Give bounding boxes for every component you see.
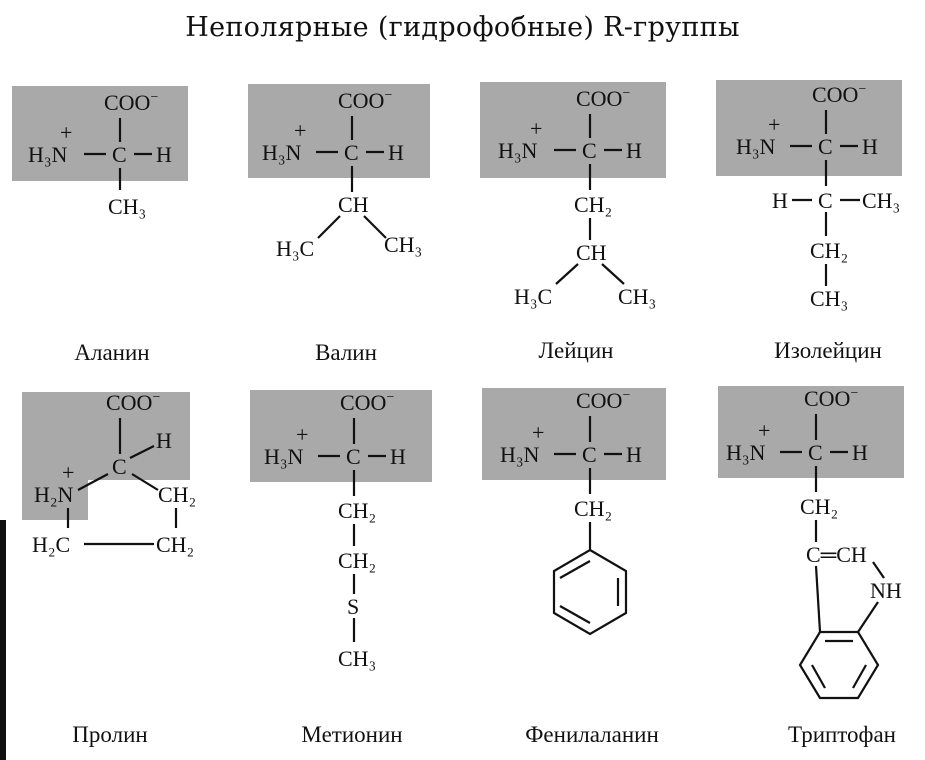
alanine-structure: COO− H₃N + C H CH₃ Аланин	[28, 90, 172, 365]
proline-h2n: H₂N	[34, 482, 74, 507]
methionine-coo: COO−	[340, 390, 394, 415]
backbone-box-isoleucine	[716, 80, 902, 176]
backbone-box-leucine	[480, 82, 666, 178]
tryptophan-benzene-ring	[798, 630, 880, 700]
alanine-h3n: H₃N	[28, 142, 68, 167]
backbone-box-phenylalanine	[482, 388, 666, 480]
methionine-plus: +	[296, 422, 308, 447]
page-title: Неполярные (гидрофобные) R-группы	[185, 12, 740, 43]
tryptophan-h3n: H₃N	[726, 440, 766, 465]
methionine-ch2-1: CH₂	[338, 498, 376, 523]
leucine-calpha: C	[582, 138, 597, 163]
proline-h2c: H₂C	[32, 532, 70, 557]
leucine-h3c: H₃C	[514, 284, 552, 309]
methionine-h3n: H₃N	[264, 444, 304, 469]
valine-h3c: H₃C	[276, 236, 314, 261]
methionine-h: H	[390, 444, 406, 469]
isoleucine-beta-h: H	[772, 188, 788, 213]
alanine-plus: +	[60, 120, 72, 145]
methionine-s: S	[347, 594, 359, 619]
isoleucine-ch3-branch: CH₃	[862, 188, 900, 213]
backbone-box-methionine	[250, 390, 432, 482]
leucine-h3n: H₃N	[498, 138, 538, 163]
tryptophan-h: H	[852, 440, 868, 465]
proline-coo: COO−	[106, 390, 160, 415]
valine-plus: +	[294, 118, 306, 143]
methionine-ch3: CH₃	[338, 646, 376, 671]
phenylalanine-plus: +	[532, 420, 544, 445]
isoleucine-h: H	[862, 134, 878, 159]
proline-h: H	[156, 428, 172, 453]
methionine-name: Метионин	[301, 722, 402, 747]
phenylalanine-calpha: C	[582, 442, 597, 467]
valine-ch: CH	[338, 192, 369, 217]
leucine-coo: COO−	[576, 86, 630, 111]
alanine-calpha: C	[112, 142, 127, 167]
leucine-h: H	[626, 138, 642, 163]
methionine-calpha: C	[346, 444, 361, 469]
isoleucine-ch2: CH₂	[810, 238, 848, 263]
proline-structure: COO− H C H₂N + CH₂ H₂C CH₂ Пролин	[32, 390, 196, 747]
alanine-h: H	[156, 142, 172, 167]
phenylalanine-structure: COO− H₃N + C H CH₂ Фенилаланин	[500, 388, 659, 747]
phenylalanine-h3n: H₃N	[500, 442, 540, 467]
valine-h: H	[388, 140, 404, 165]
methionine-ch2-2: CH₂	[338, 548, 376, 573]
proline-ch2-right: CH₂	[158, 482, 196, 507]
phenylalanine-name: Фенилаланин	[525, 722, 659, 747]
valine-name: Валин	[315, 340, 377, 365]
isoleucine-name: Изолейцин	[774, 338, 882, 363]
tryptophan-plus: +	[758, 418, 770, 443]
proline-plus: +	[62, 460, 74, 485]
phenylalanine-h: H	[626, 442, 642, 467]
leucine-ch: CH	[576, 240, 607, 265]
tryptophan-structure: COO− H₃N + C H CH₂ C═CH NH Триптофан	[726, 386, 902, 747]
alanine-coo: COO−	[104, 90, 158, 115]
phenylalanine-ch2: CH₂	[574, 496, 612, 521]
backbone-box-alanine	[12, 86, 188, 181]
isoleucine-plus: +	[768, 112, 780, 137]
valine-calpha: C	[344, 140, 359, 165]
tryptophan-calpha: C	[808, 440, 823, 465]
proline-ch2-bottom: CH₂	[156, 532, 194, 557]
alanine-ch3: CH₃	[108, 194, 146, 219]
valine-h3n: H₃N	[262, 140, 302, 165]
proline-name: Пролин	[72, 722, 147, 747]
valine-structure: COO− H₃N + C H CH H₃C CH₃ Валин	[262, 88, 422, 365]
leucine-name: Лейцин	[539, 338, 614, 363]
leucine-ch3: CH₃	[618, 284, 656, 309]
isoleucine-coo: COO−	[812, 82, 866, 107]
isoleucine-ch3-end: CH₃	[810, 286, 848, 311]
isoleucine-calpha: C	[818, 134, 833, 159]
backbone-box-proline-tab	[22, 476, 88, 520]
tryptophan-coo: COO−	[804, 386, 858, 411]
proline-calpha: C	[112, 454, 127, 479]
valine-ch3: CH₃	[384, 232, 422, 257]
tryptophan-nh: NH	[870, 578, 902, 603]
leucine-ch2: CH₂	[574, 192, 612, 217]
scan-edge-bar	[0, 520, 6, 760]
leucine-structure: COO− H₃N + C H CH₂ CH H₃C CH₃ Лейцин	[498, 86, 656, 363]
backbone-box-proline	[22, 392, 190, 480]
valine-coo: COO−	[338, 88, 392, 113]
phenylalanine-benzene-ring	[552, 548, 628, 636]
isoleucine-structure: COO− H₃N + C H H C CH₃ CH₂ CH₃ Изолейцин	[736, 82, 900, 363]
methionine-structure: COO− H₃N + C H CH₂ CH₂ S CH₃ Метионин	[264, 390, 406, 747]
alanine-name: Аланин	[74, 340, 149, 365]
backbone-box-tryptophan	[718, 386, 904, 478]
tryptophan-c-ch: C═CH	[806, 542, 867, 567]
phenylalanine-coo: COO−	[576, 388, 630, 413]
isoleucine-cbeta: C	[818, 188, 833, 213]
tryptophan-name: Триптофан	[788, 722, 896, 747]
backbone-box-valine	[248, 84, 430, 178]
isoleucine-h3n: H₃N	[736, 134, 776, 159]
tryptophan-ch2: CH₂	[800, 494, 838, 519]
leucine-plus: +	[530, 116, 542, 141]
